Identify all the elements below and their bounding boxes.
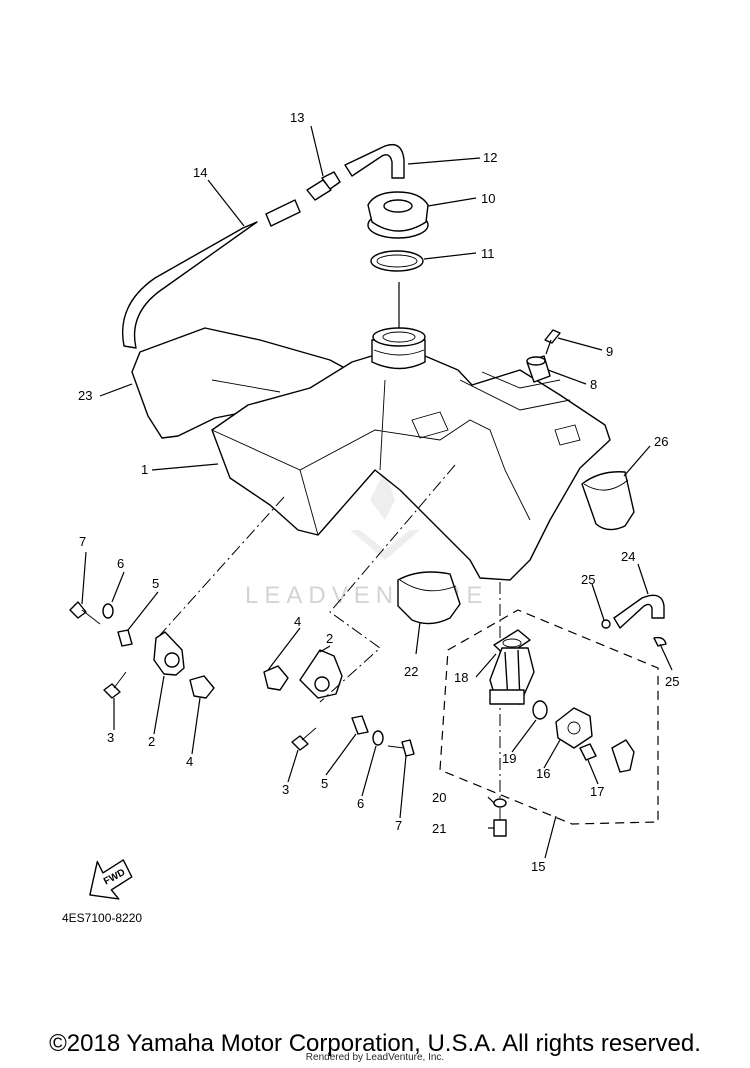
gasket-11[interactable] xyxy=(370,250,424,272)
washer-6-left[interactable] xyxy=(102,603,114,619)
callout-2-right: 2 xyxy=(326,631,333,646)
callout-26: 26 xyxy=(654,434,668,449)
callout-8: 8 xyxy=(590,377,597,392)
screw-9[interactable] xyxy=(544,329,561,355)
bolt-7-right[interactable] xyxy=(387,739,415,757)
callout-7-right: 7 xyxy=(395,818,402,833)
damper-4-right[interactable] xyxy=(263,665,289,691)
rendered-by-text: Rendered by LeadVenture, Inc. xyxy=(305,1052,445,1063)
pad-26[interactable] xyxy=(581,471,635,531)
callout-numbers: 13 12 14 10 11 9 8 23 26 1 7 6 5 3 2 4 4… xyxy=(78,110,679,874)
bolt-7-left[interactable] xyxy=(69,601,101,625)
filler-neck xyxy=(371,327,426,370)
screw-17[interactable] xyxy=(579,743,597,761)
callout-14: 14 xyxy=(193,165,207,180)
breather-hose-14[interactable] xyxy=(121,199,301,349)
callout-19: 19 xyxy=(502,751,516,766)
damper-4-left[interactable] xyxy=(189,675,215,699)
clip-25-upper[interactable] xyxy=(601,619,611,629)
clip-25-lower[interactable] xyxy=(653,636,667,647)
callout-16: 16 xyxy=(536,766,550,781)
callout-11: 11 xyxy=(481,246,495,261)
diagram-code: 4ES7100-8220 xyxy=(62,911,142,925)
callout-23: 23 xyxy=(78,388,92,403)
callout-13: 13 xyxy=(290,110,304,125)
bolt-3-right[interactable] xyxy=(291,727,317,751)
fuel-cock-group-box xyxy=(439,609,659,825)
collar-5-left[interactable] xyxy=(117,629,133,647)
callout-3-right: 3 xyxy=(282,782,289,797)
damper-8[interactable] xyxy=(526,355,551,383)
bolt-21[interactable] xyxy=(493,808,507,837)
washer-20[interactable] xyxy=(493,798,507,808)
callout-22: 22 xyxy=(404,664,418,679)
callout-15: 15 xyxy=(531,859,545,874)
callout-18: 18 xyxy=(454,670,468,685)
callout-20: 20 xyxy=(432,790,446,805)
fitting-13[interactable] xyxy=(306,171,341,201)
callout-5-right: 5 xyxy=(321,776,328,791)
fuel-cock-body[interactable] xyxy=(489,647,535,705)
callout-1: 1 xyxy=(141,462,148,477)
callout-5-left: 5 xyxy=(152,576,159,591)
callout-6-left: 6 xyxy=(117,556,124,571)
plate-16[interactable] xyxy=(555,707,593,749)
watermark-logo xyxy=(350,470,420,560)
callout-21: 21 xyxy=(432,821,446,836)
o-ring-19[interactable] xyxy=(532,700,548,720)
hose-24[interactable] xyxy=(613,594,665,629)
callout-2-left: 2 xyxy=(148,734,155,749)
bolt-3-left[interactable] xyxy=(103,671,127,699)
callout-6-right: 6 xyxy=(357,796,364,811)
leader-lines xyxy=(81,125,673,859)
callout-4-left: 4 xyxy=(186,754,193,769)
pad-22[interactable] xyxy=(397,571,461,625)
callout-25-upper: 25 xyxy=(581,572,595,587)
callout-4-right: 4 xyxy=(294,614,301,629)
callout-9: 9 xyxy=(606,344,613,359)
callout-17: 17 xyxy=(590,784,604,799)
fuel-cap-10[interactable] xyxy=(367,191,429,239)
fuel-cock-lever[interactable] xyxy=(611,739,635,773)
copyright-text: ©2018 Yamaha Motor Corporation, U.S.A. A… xyxy=(49,1030,701,1057)
fuel-tank-1[interactable] xyxy=(211,339,611,581)
callout-24: 24 xyxy=(621,549,635,564)
washer-6-right[interactable] xyxy=(372,730,384,746)
forward-arrow-icon: FWD xyxy=(89,859,133,900)
collar-5-right[interactable] xyxy=(351,715,369,735)
callout-12: 12 xyxy=(483,150,497,165)
callout-3-left: 3 xyxy=(107,730,114,745)
assembly-line-right xyxy=(319,464,456,703)
callout-10: 10 xyxy=(481,191,495,206)
bracket-2-left[interactable] xyxy=(153,631,185,676)
bracket-2-right[interactable] xyxy=(299,649,343,699)
bent-hose-12[interactable] xyxy=(344,143,405,179)
callout-7-left: 7 xyxy=(79,534,86,549)
callout-25-lower: 25 xyxy=(665,674,679,689)
assembly-line-left xyxy=(159,496,285,636)
